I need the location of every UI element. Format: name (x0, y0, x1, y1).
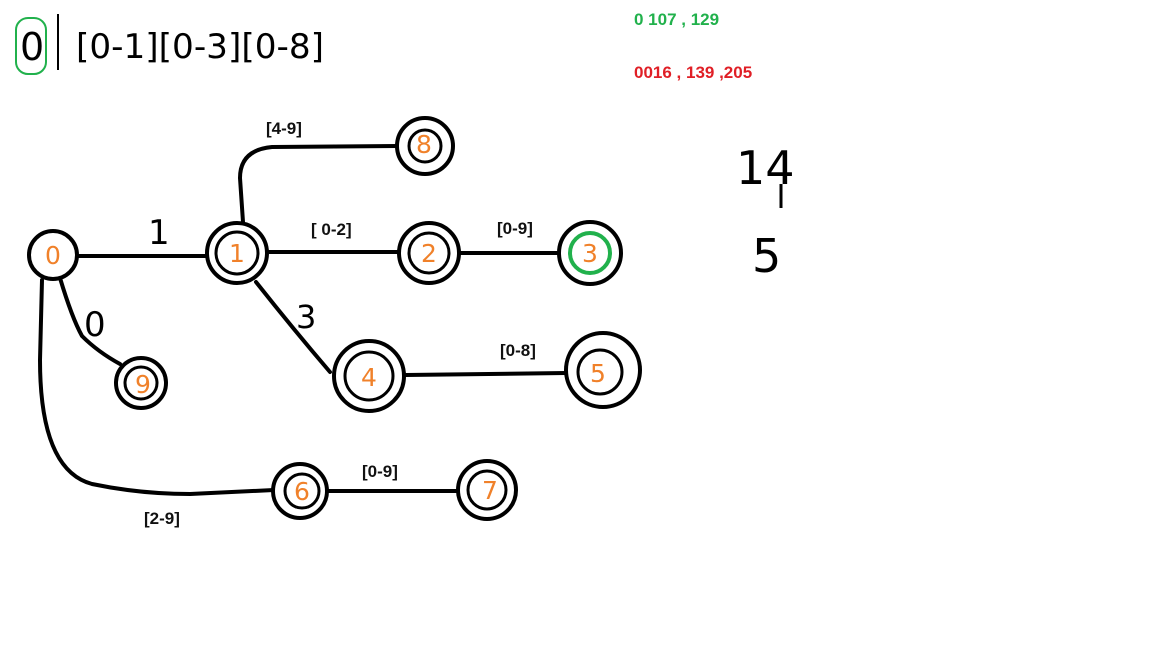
node-9-label: 9 (135, 370, 151, 399)
node-8: 8 (395, 116, 455, 176)
node-5-inner-ring (576, 348, 624, 396)
edge-label-0-9: 0 (84, 305, 106, 345)
node-4-inner-ring (343, 350, 395, 402)
node-0: 0 (27, 229, 79, 281)
edge-label-2-3: [0-9] (497, 219, 533, 238)
edge-label-0-6: [2-9] (144, 509, 180, 528)
node-9: 9 (114, 356, 168, 410)
edge-label-1-8: [4-9] (266, 119, 302, 138)
node-1-inner-ring (214, 230, 260, 276)
edge-label-6-7: [0-9] (362, 462, 398, 481)
node-6-label: 6 (294, 477, 310, 506)
node-2-label: 2 (421, 239, 437, 268)
pattern-highlight-label: 0 (20, 25, 44, 69)
red-note: 0016 , 139 ,205 (634, 63, 752, 82)
pattern-text: [0-1][0-3][0-8] (76, 27, 324, 67)
node-4: 4 (332, 339, 406, 413)
node-7: 7 (456, 459, 518, 521)
node-5-label: 5 (590, 359, 606, 388)
edges (38, 144, 568, 496)
edge-label-0-1: 1 (148, 213, 170, 253)
node-8-label: 8 (416, 130, 432, 159)
edge-4-5 (404, 371, 568, 377)
edge-labels: 1 0 [2-9] [4-9] [ 0-2] [0-9] 3 [0-8] [0-… (84, 119, 536, 528)
edge-0-9 (58, 276, 122, 366)
node-7-inner-ring (466, 469, 508, 511)
node-9-inner-ring (123, 365, 159, 401)
node-2-inner-ring (407, 231, 451, 275)
side-note-top: 14 (736, 141, 795, 195)
node-9-outer-ring (114, 356, 168, 410)
header-pattern: 0 [0-1][0-3][0-8] (15, 14, 324, 75)
node-1: 1 (205, 221, 269, 285)
node-3-label: 3 (582, 239, 598, 268)
node-0-label: 0 (45, 241, 61, 270)
node-6-inner-ring (283, 472, 321, 510)
side-note-bottom: 5 (752, 229, 781, 283)
edge-0-6 (38, 278, 276, 496)
edge-label-4-5: [0-8] (500, 341, 536, 360)
node-7-outer-ring (456, 459, 518, 521)
node-8-outer-ring (395, 116, 455, 176)
green-note: 0 107 , 129 (634, 10, 719, 29)
edge-1-4 (254, 280, 332, 374)
node-7-label: 7 (482, 476, 498, 505)
node-0-ring (27, 229, 79, 281)
node-5: 5 (564, 331, 642, 409)
edge-label-1-4: 3 (296, 298, 316, 336)
node-8-inner-ring (407, 128, 443, 164)
pattern-highlight-box (15, 17, 47, 75)
node-2: 2 (397, 221, 461, 285)
node-6: 6 (271, 462, 329, 520)
node-3-inner-ring (568, 231, 612, 275)
edge-label-1-2: [ 0-2] (311, 220, 352, 239)
node-4-label: 4 (361, 363, 377, 392)
node-1-label: 1 (229, 239, 245, 268)
edge-1-8 (238, 144, 400, 224)
node-3: 3 (557, 220, 623, 286)
